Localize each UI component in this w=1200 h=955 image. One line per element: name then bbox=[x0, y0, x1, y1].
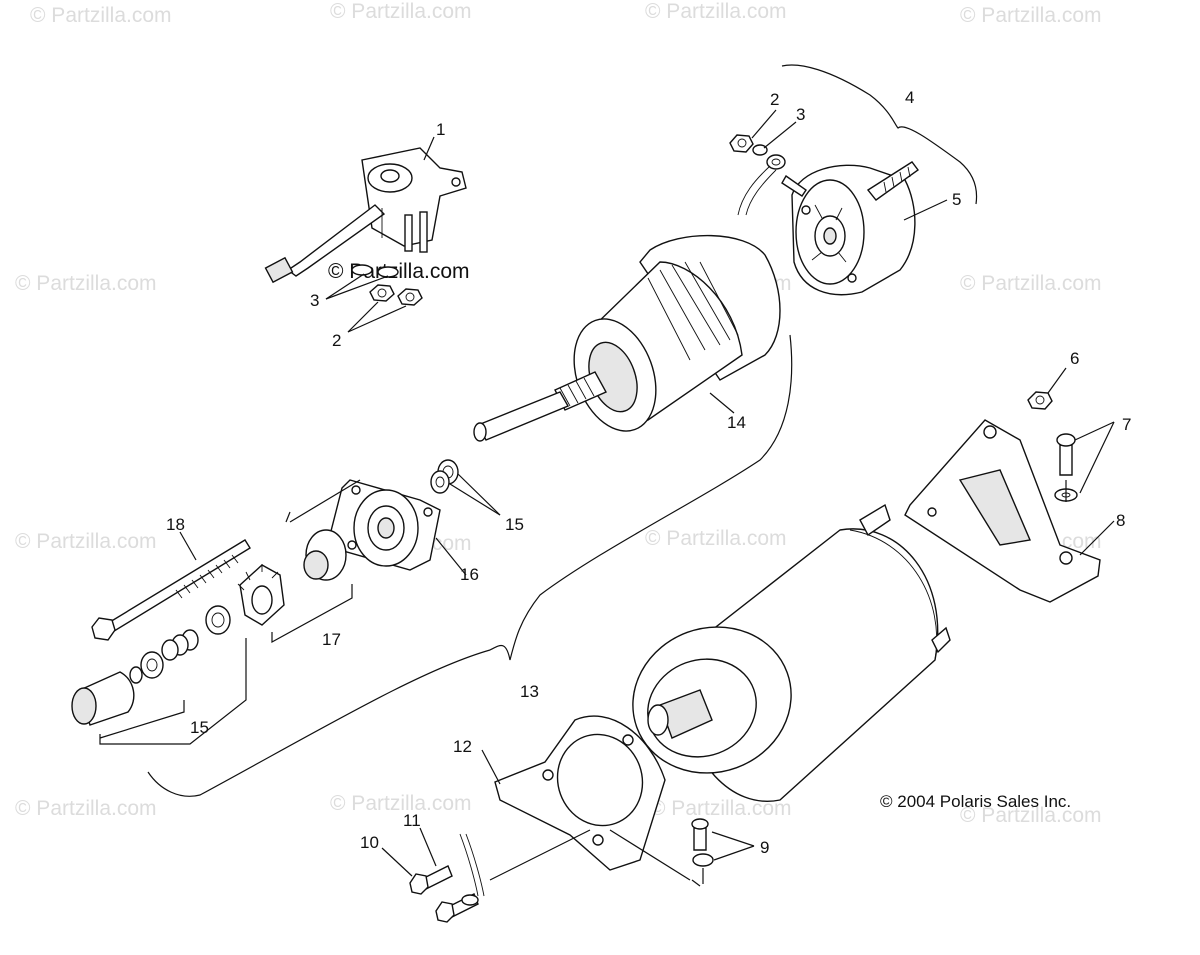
callout-15-mid: 15 bbox=[505, 515, 524, 534]
parts-15-mid bbox=[430, 459, 459, 494]
callout-17: 17 bbox=[322, 630, 341, 649]
watermark: © Partzilla.com bbox=[960, 272, 1102, 295]
watermark: © Partzilla.com bbox=[30, 4, 172, 27]
callout-labels: 1 2 3 4 5 3 2 6 7 14 8 15 18 16 17 13 15… bbox=[166, 88, 1131, 857]
watermark-main: © Partzilla.com bbox=[328, 260, 470, 283]
callout-9: 9 bbox=[760, 838, 769, 857]
callout-6: 6 bbox=[1070, 349, 1079, 368]
watermark: © Partzilla.com bbox=[960, 804, 1102, 827]
callout-13: 13 bbox=[520, 682, 539, 701]
part-18-through-bolt bbox=[91, 539, 251, 641]
watermark: © Partzilla.com bbox=[15, 797, 157, 820]
watermark: © Partzilla.com bbox=[645, 0, 787, 23]
part-5-end-cap bbox=[781, 161, 919, 296]
watermark: © Partzilla.com bbox=[650, 797, 792, 820]
part-13-starter-assembly bbox=[632, 503, 951, 802]
part-14-armature bbox=[473, 234, 781, 442]
parts-2-3-top bbox=[729, 134, 786, 216]
callout-1: 1 bbox=[436, 120, 445, 139]
part-16-end-plate bbox=[329, 479, 441, 571]
callout-3-left: 3 bbox=[310, 291, 319, 310]
watermark: © Partzilla.com bbox=[15, 530, 157, 553]
callout-16: 16 bbox=[460, 565, 479, 584]
watermark: © Partzilla.com bbox=[15, 272, 157, 295]
callout-11: 11 bbox=[403, 811, 421, 830]
part-12-bracket bbox=[494, 715, 666, 871]
parts-2-3-left bbox=[351, 264, 423, 306]
watermark: © Partzilla.com bbox=[330, 792, 472, 815]
part-1-solenoid bbox=[264, 147, 467, 284]
watermark: © Partzilla.com bbox=[960, 4, 1102, 27]
copyright-notice: © 2004 Polaris Sales Inc. bbox=[880, 792, 1071, 811]
parts-9-10-11-hardware bbox=[409, 818, 714, 923]
callout-2-top: 2 bbox=[770, 90, 779, 109]
part-17-pinion bbox=[237, 529, 347, 626]
watermark: © Partzilla.com bbox=[330, 0, 472, 23]
callout-10: 10 bbox=[360, 833, 379, 852]
callout-5: 5 bbox=[952, 190, 961, 209]
callout-12: 12 bbox=[453, 737, 472, 756]
parts-15-low bbox=[71, 605, 231, 726]
callout-18: 18 bbox=[166, 515, 185, 534]
watermark: © Partzilla.com bbox=[645, 527, 787, 550]
part-8-bracket bbox=[904, 419, 1101, 603]
callout-2-left: 2 bbox=[332, 331, 341, 350]
callout-7: 7 bbox=[1122, 415, 1131, 434]
callout-8: 8 bbox=[1116, 511, 1125, 530]
callout-3-top: 3 bbox=[796, 105, 805, 124]
leader-lines bbox=[99, 64, 1115, 887]
watermarks: © Partzilla.com © Partzilla.com © Partzi… bbox=[15, 0, 1102, 827]
callout-14: 14 bbox=[727, 413, 746, 432]
callout-15-low: 15 bbox=[190, 718, 209, 737]
callout-4: 4 bbox=[905, 88, 914, 107]
